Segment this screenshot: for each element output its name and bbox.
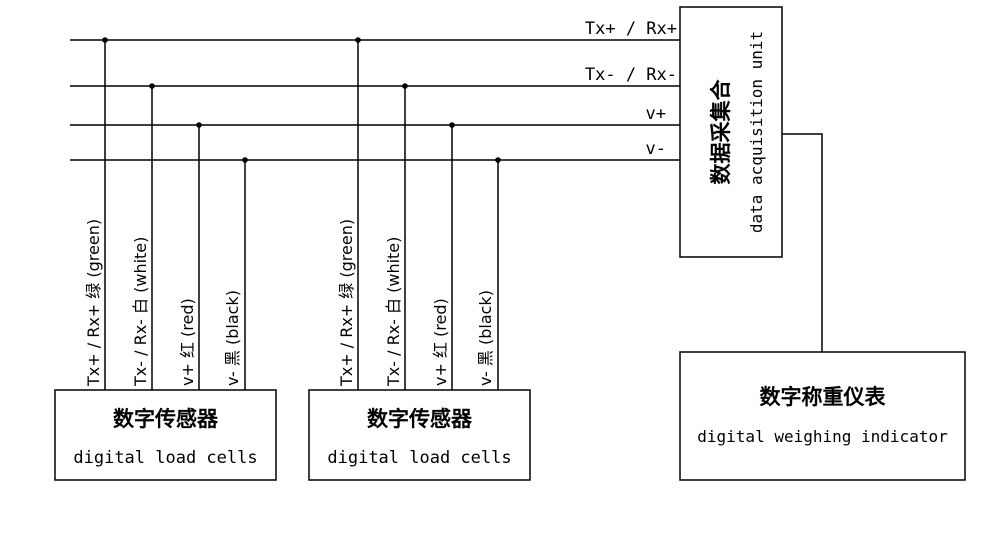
junction-node bbox=[196, 122, 202, 128]
bus-label-v-minus: v- bbox=[646, 139, 666, 159]
junction-node bbox=[102, 37, 108, 43]
load-cell-title-cn: 数字传感器 bbox=[113, 407, 219, 431]
weighing-indicator-box: 数字称重仪表 digital weighing indicator bbox=[679, 351, 966, 481]
wire-label-green: Tx+ / Rx+ 绿 (green) bbox=[84, 219, 103, 387]
indicator-title-en: digital weighing indicator bbox=[697, 427, 948, 446]
bus-label-tx-rx-plus: Tx+ / Rx+ bbox=[585, 19, 677, 39]
acquisition-unit-title-en: data acquisition unit bbox=[747, 31, 766, 233]
wire-label-black: v- 黑 (black) bbox=[223, 290, 242, 386]
bus-label-v-plus: v+ bbox=[646, 104, 666, 124]
junction-node bbox=[495, 157, 501, 163]
wire-label-green: Tx+ / Rx+ 绿 (green) bbox=[337, 219, 356, 387]
load-cell-box-2: 数字传感器 digital load cells bbox=[308, 389, 531, 481]
wire-label-white: Tx- / Rx- 白 (white) bbox=[131, 237, 150, 387]
wire-label-white: Tx- / Rx- 白 (white) bbox=[384, 237, 403, 387]
wire-label-black: v- 黑 (black) bbox=[476, 290, 495, 386]
junction-node bbox=[149, 83, 155, 89]
wire-label-red: v+ 红 (red) bbox=[431, 298, 450, 386]
data-acquisition-unit-box: 数据采集合 data acquisition unit bbox=[679, 6, 783, 258]
junction-node bbox=[449, 122, 455, 128]
load-cell-title-en: digital load cells bbox=[327, 448, 511, 468]
load-cell-title-en: digital load cells bbox=[73, 448, 257, 468]
load-cell-box-1: 数字传感器 digital load cells bbox=[54, 389, 277, 481]
indicator-connection-wire bbox=[782, 133, 823, 352]
junction-node bbox=[355, 37, 361, 43]
bus-label-tx-rx-minus: Tx- / Rx- bbox=[585, 65, 677, 85]
indicator-title-cn: 数字称重仪表 bbox=[760, 385, 887, 409]
load-cell-title-cn: 数字传感器 bbox=[367, 407, 473, 431]
junction-node bbox=[402, 83, 408, 89]
acquisition-unit-title-cn: 数据采集合 bbox=[709, 79, 733, 185]
junction-node bbox=[242, 157, 248, 163]
wire-label-red: v+ 红 (red) bbox=[178, 298, 197, 386]
